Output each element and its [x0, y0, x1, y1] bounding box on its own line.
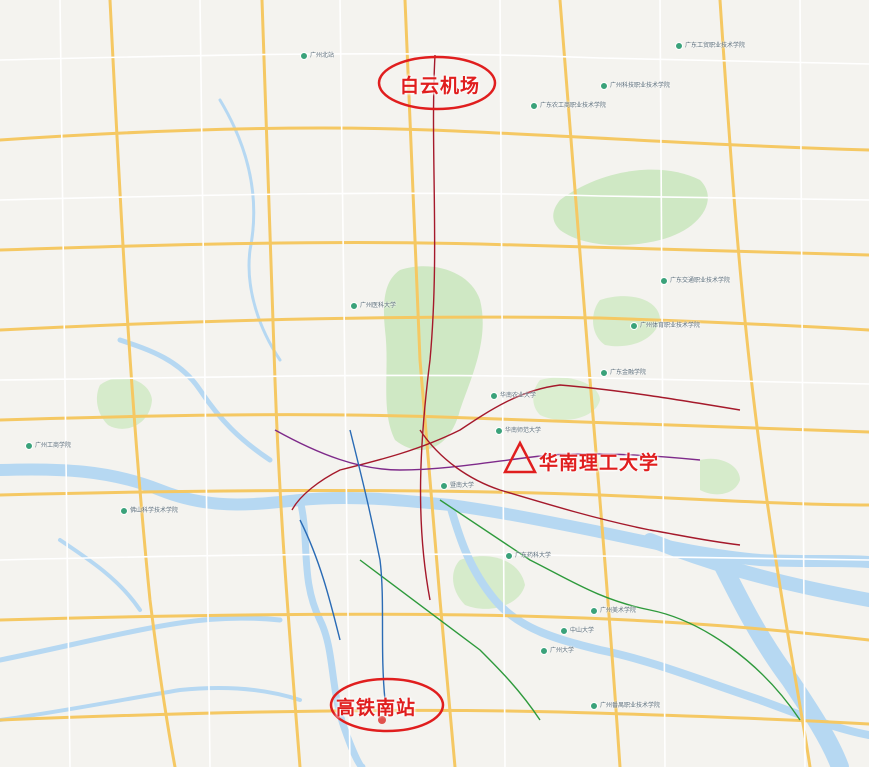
poi-icon [440, 481, 448, 490]
south-station-ellipse-marker [329, 677, 445, 733]
place-label[interactable]: 广东交通职业技术学院 [660, 275, 730, 285]
place-label[interactable]: 广州工商学院 [25, 440, 71, 450]
park-areas [96, 169, 740, 609]
place-label[interactable]: 华南师范大学 [495, 425, 541, 435]
place-label[interactable]: 广州科技职业技术学院 [600, 80, 670, 90]
poi-icon [600, 81, 608, 90]
place-label[interactable]: 广州番禺职业技术学院 [590, 700, 660, 710]
poi-icon [540, 646, 548, 655]
poi-icon [660, 276, 668, 285]
university-annotation-label: 华南理工大学 [539, 452, 660, 474]
south-station-annotation-label: 高铁南站 [336, 697, 417, 719]
poi-icon [630, 321, 638, 330]
poi-icon [490, 391, 498, 400]
place-label[interactable]: 广东农工商职业技术学院 [530, 100, 606, 110]
poi-icon [560, 626, 568, 635]
place-label[interactable]: 佛山科学技术学院 [120, 505, 178, 515]
place-label[interactable]: 广东工贸职业技术学院 [675, 40, 745, 50]
water-bodies [0, 98, 869, 767]
poi-icon [590, 606, 598, 615]
airport-annotation-label: 白云机场 [400, 75, 481, 97]
place-label[interactable]: 广州北站 [300, 50, 334, 60]
airport-ellipse-marker [377, 55, 497, 111]
poi-icon [600, 368, 608, 377]
metro-lines [274, 54, 801, 721]
place-label[interactable]: 广东金融学院 [600, 367, 646, 377]
place-label[interactable]: 广州大学 [540, 645, 574, 655]
poi-icon [675, 41, 683, 50]
poi-icon [495, 426, 503, 435]
poi-icon [300, 51, 308, 60]
university-triangle-marker [502, 440, 538, 474]
place-label[interactable]: 广东药科大学 [505, 550, 551, 560]
place-label[interactable]: 华南农业大学 [490, 390, 536, 400]
place-label[interactable]: 中山大学 [560, 625, 594, 635]
poi-icon [120, 506, 128, 515]
poi-icon [25, 441, 33, 450]
place-label[interactable]: 广州体育职业技术学院 [630, 320, 700, 330]
place-label[interactable]: 暨南大学 [440, 480, 474, 490]
location-pin-icon[interactable] [378, 716, 386, 724]
poi-icon [350, 301, 358, 310]
place-label[interactable]: 广州美术学院 [590, 605, 636, 615]
poi-icon [505, 551, 513, 560]
place-label[interactable]: 广州医科大学 [350, 300, 396, 310]
poi-icon [590, 701, 598, 710]
poi-icon [530, 101, 538, 110]
